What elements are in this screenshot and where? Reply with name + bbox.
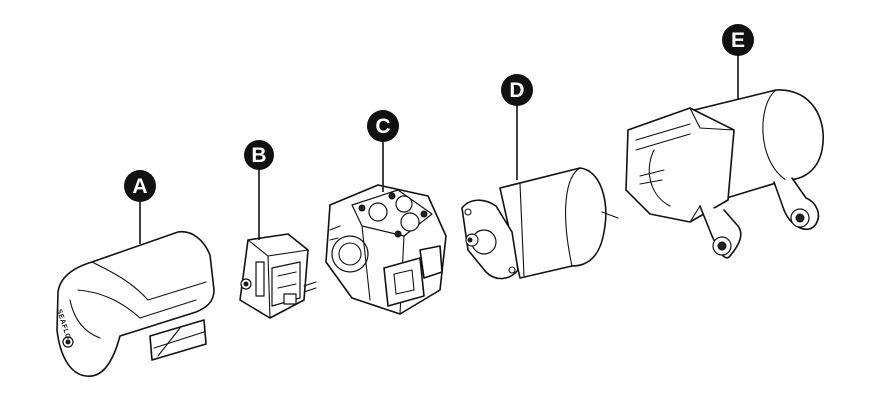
part-e-housing — [625, 89, 824, 259]
callout-d: D — [501, 74, 533, 106]
part-b-switch-mechanism — [239, 233, 317, 319]
callout-d-label: D — [509, 79, 524, 102]
callout-e-label: E — [731, 29, 745, 52]
callout-a: A — [124, 170, 156, 202]
callout-c-label: C — [375, 115, 390, 138]
callout-b: B — [244, 140, 274, 170]
part-c-pump-head — [325, 184, 447, 315]
part-d-motor — [461, 167, 619, 280]
callout-b-label: B — [251, 144, 266, 167]
callout-c: C — [367, 110, 399, 142]
part-a-switch-cover: SEAFLO — [55, 230, 215, 377]
callout-a-label: A — [132, 175, 147, 198]
callout-e: E — [722, 24, 754, 56]
